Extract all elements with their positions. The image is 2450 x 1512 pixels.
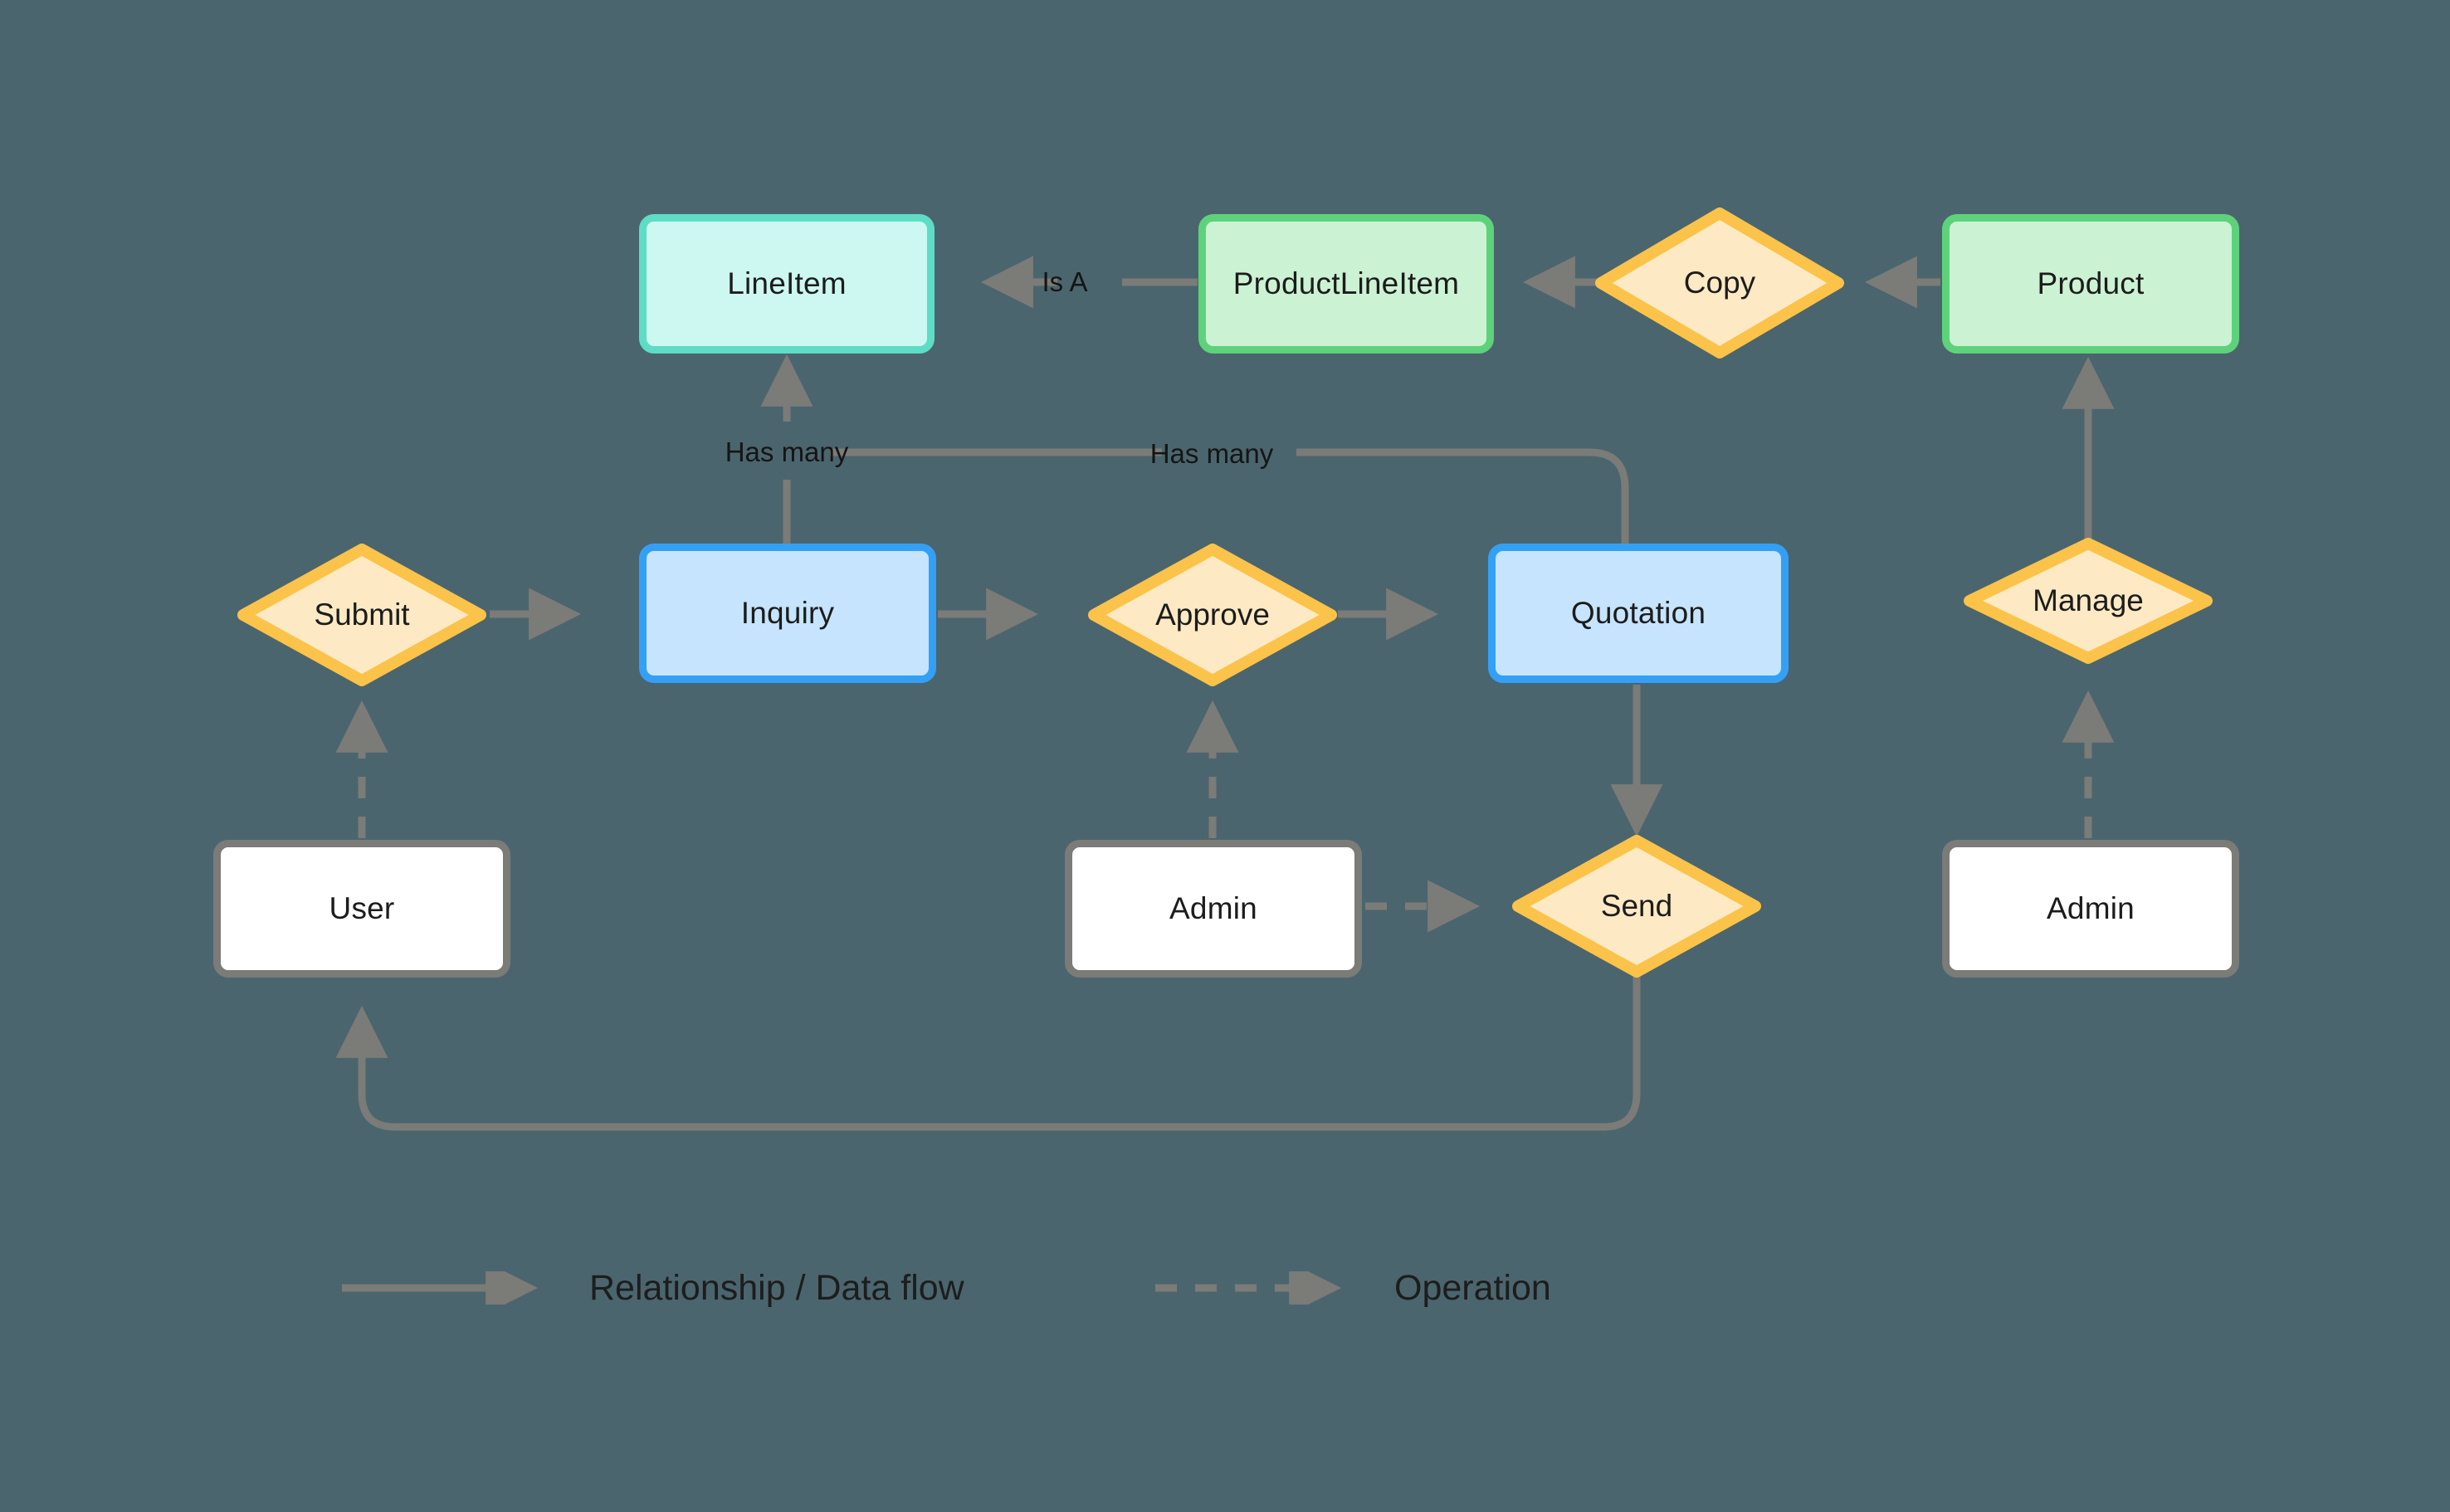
node-send[interactable]: Send — [1512, 835, 1761, 978]
node-lineitem[interactable]: LineItem — [639, 214, 935, 354]
legend-operation-label: Operation — [1394, 1267, 1551, 1308]
legend-solid-arrow-icon — [340, 1261, 564, 1314]
edge-label-has-many-quotation: Has many — [1149, 438, 1274, 469]
legend-operation: Operation — [1154, 1255, 1551, 1321]
node-user[interactable]: User — [213, 840, 510, 978]
node-lineitem-label: LineItem — [727, 266, 847, 300]
node-productlineitem-label: ProductLineItem — [1232, 266, 1460, 300]
node-product[interactable]: Product — [1942, 214, 2239, 354]
edge-send-loop-to-user — [335, 964, 1641, 1131]
edge-quotation-hasmany-elbow — [1296, 448, 1629, 544]
node-admin-manage-label: Admin — [2047, 890, 2135, 925]
legend-relationship: Relationship / Data flow — [340, 1255, 964, 1321]
node-product-label: Product — [2037, 266, 2145, 300]
node-quotation-label: Quotation — [1570, 595, 1706, 630]
node-approve[interactable]: Approve — [1088, 544, 1337, 686]
node-inquiry-label: Inquiry — [740, 595, 835, 630]
edge-label-has-many-inquiry: Has many — [725, 437, 849, 467]
node-admin-approve[interactable]: Admin — [1065, 840, 1362, 978]
legend-dashed-arrow-icon — [1154, 1261, 1369, 1314]
node-quotation[interactable]: Quotation — [1488, 544, 1789, 683]
node-submit[interactable]: Submit — [237, 544, 486, 686]
node-productlineitem[interactable]: ProductLineItem — [1198, 214, 1494, 354]
node-manage[interactable]: Manage — [1964, 538, 2213, 664]
node-admin-approve-label: Admin — [1169, 890, 1257, 925]
legend-relationship-label: Relationship / Data flow — [589, 1267, 964, 1308]
node-inquiry[interactable]: Inquiry — [639, 544, 936, 683]
edge-label-is-a: Is A — [1042, 266, 1088, 297]
node-user-label: User — [329, 890, 395, 925]
node-copy[interactable]: Copy — [1595, 207, 1844, 358]
node-admin-manage[interactable]: Admin — [1942, 840, 2239, 978]
